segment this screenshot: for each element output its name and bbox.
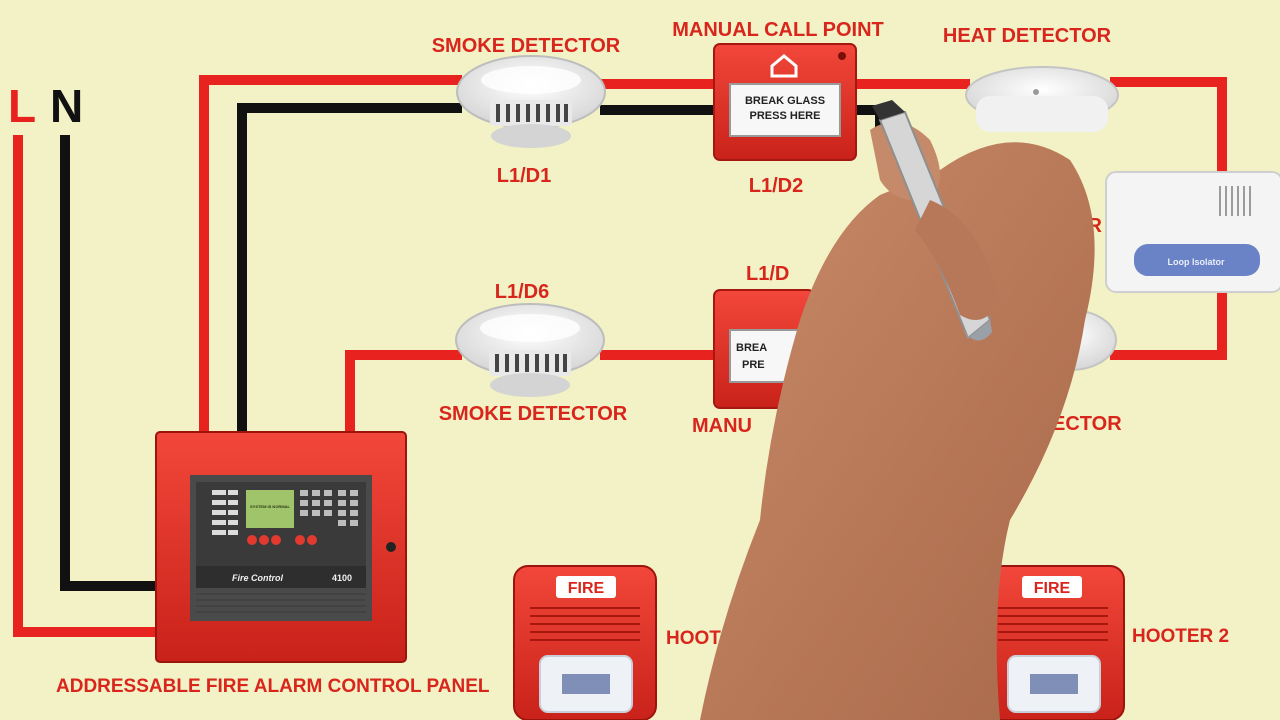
loop-top-live-wire bbox=[199, 75, 462, 432]
isolator-badge-text: Loop Isolator bbox=[1168, 257, 1225, 267]
panel-screen-text: SYSTEM IS NORMAL bbox=[250, 504, 291, 509]
call-point-press-here-text: PRESS HERE bbox=[750, 110, 821, 122]
loop-isolator: Loop Isolator bbox=[1105, 171, 1280, 293]
panel-model-text: 4100 bbox=[332, 573, 352, 583]
address-d5-label-partial: L1/D bbox=[746, 263, 789, 285]
hooter-2-badge: FIRE bbox=[1034, 580, 1071, 597]
address-d2-label: L1/D2 bbox=[749, 175, 803, 197]
address-d6-label: L1/D6 bbox=[495, 281, 549, 303]
supply-live-wire bbox=[13, 135, 157, 637]
hooter-1-label-partial: HOOT bbox=[666, 628, 721, 649]
heat-detector-top-label: HEAT DETECTOR bbox=[943, 25, 1112, 47]
hooter-1-badge: FIRE bbox=[568, 580, 605, 597]
supply-neutral-wire bbox=[60, 135, 157, 591]
smoke-detector-d6 bbox=[455, 303, 605, 397]
hooter-2: FIRE bbox=[981, 565, 1125, 720]
hooter-2-label: HOOTER 2 bbox=[1132, 626, 1229, 647]
smoke-detector-top-label: SMOKE DETECTOR bbox=[432, 35, 621, 57]
fire-alarm-control-panel: SYSTEM IS NORMAL Fire Control 4100 bbox=[155, 431, 407, 663]
smoke-detector-d1 bbox=[456, 55, 606, 148]
hooter-1: FIRE bbox=[513, 565, 657, 720]
call-point-bottom-text-2: PRE bbox=[742, 359, 765, 371]
manual-call-point-top-label: MANUAL CALL POINT bbox=[672, 19, 883, 41]
call-point-bottom-text-1: BREA bbox=[736, 342, 767, 354]
manual-call-point-bottom-label-partial: MANU bbox=[692, 415, 752, 437]
smoke-detector-bottom-label: SMOKE DETECTOR bbox=[439, 403, 628, 425]
neutral-label: N bbox=[50, 80, 83, 132]
loop-top-neutral-wire bbox=[237, 103, 462, 432]
heat-detector-d3 bbox=[965, 66, 1119, 132]
heat-detector-bottom-label-partial: ECTOR bbox=[1052, 413, 1122, 435]
loop-bottom-live-wire bbox=[345, 350, 462, 432]
hand-with-marker bbox=[700, 100, 1095, 720]
manual-call-point-d2: BREAK GLASS PRESS HERE bbox=[713, 43, 857, 161]
call-point-break-glass-text: BREAK GLASS bbox=[745, 95, 825, 107]
live-label: L bbox=[8, 80, 36, 132]
control-panel-caption: ADDRESSABLE FIRE ALARM CONTROL PANEL bbox=[56, 676, 490, 697]
panel-brand-text: Fire Control bbox=[232, 573, 283, 583]
address-d1-label: L1/D1 bbox=[497, 165, 551, 187]
